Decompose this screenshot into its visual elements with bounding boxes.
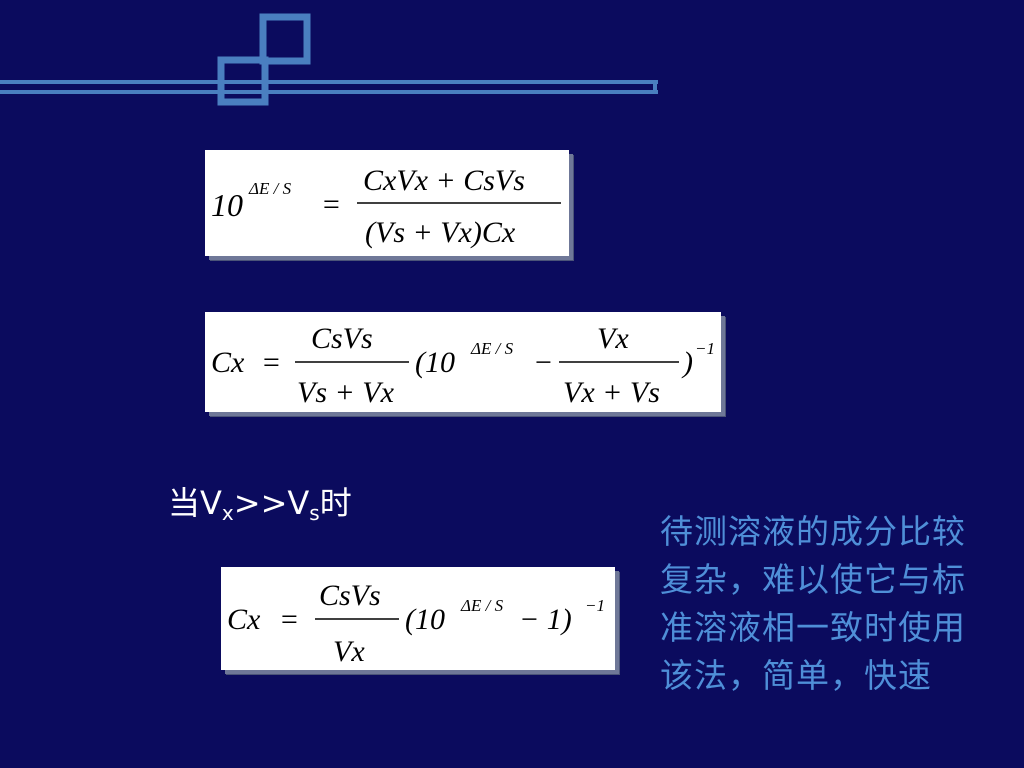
eq1-lhs: 10 — [211, 187, 243, 223]
condition-subscript-x: x — [221, 501, 234, 525]
eq1-exponent: ΔE / S — [248, 179, 292, 198]
eq3-exponent: ΔE / S — [460, 596, 504, 615]
eq3-lhs: Cx — [227, 603, 261, 636]
eq3-frac-numerator: CsVs — [319, 579, 381, 612]
eq2-frac1-numerator: CsVs — [311, 322, 373, 355]
eq3-frac-denominator: Vx — [333, 635, 365, 668]
condition-middle: >>V — [233, 484, 310, 522]
equation-1: 10 ΔE / S = CxVx + CsVs (Vs + Vx)Cx — [211, 164, 561, 249]
equation-box-2: Cx = CsVs Vs + Vx (10 ΔE / S − Vx Vx + V… — [205, 312, 721, 412]
eq2-lhs: Cx — [211, 346, 245, 379]
eq3-outer-exponent: −1 — [585, 596, 605, 615]
eq2-frac1-denominator: Vs + Vx — [297, 376, 395, 409]
eq2-frac2-numerator: Vx — [597, 322, 629, 355]
eq2-open: (10 — [415, 346, 455, 379]
condition-prefix: 当V — [168, 484, 222, 522]
eq2-close: ) — [681, 346, 693, 379]
eq3-equals: = — [279, 603, 299, 636]
equation-3: Cx = CsVs Vx (10 ΔE / S − 1) −1 — [227, 579, 605, 668]
eq2-equals: = — [261, 346, 281, 379]
condition-subscript-s: s — [309, 501, 320, 525]
eq1-equals: = — [321, 188, 341, 221]
eq2-exponent: ΔE / S — [470, 339, 514, 358]
eq2-frac2-denominator: Vx + Vs — [563, 376, 660, 409]
eq2-minus: − — [533, 346, 553, 379]
eq1-denominator: (Vs + Vx)Cx — [365, 216, 516, 249]
method-note: 待测溶液的成分比较复杂，难以使它与标准溶液相一致时使用该法，简单，快速 — [660, 512, 966, 695]
eq3-open: (10 — [405, 603, 445, 636]
condition-suffix: 时 — [319, 484, 352, 522]
eq1-numerator: CxVx + CsVs — [363, 164, 525, 197]
equation-box-3: Cx = CsVs Vx (10 ΔE / S − 1) −1 — [221, 567, 615, 670]
equation-2: Cx = CsVs Vs + Vx (10 ΔE / S − Vx Vx + V… — [211, 322, 715, 409]
equation-box-1: 10 ΔE / S = CxVx + CsVs (Vs + Vx)Cx — [205, 150, 569, 256]
eq2-outer-exponent: −1 — [695, 339, 715, 358]
condition-text: 当Vx>>Vs时 — [168, 478, 352, 525]
eq3-tail: − 1) — [519, 603, 572, 636]
header-decoration — [0, 13, 658, 106]
